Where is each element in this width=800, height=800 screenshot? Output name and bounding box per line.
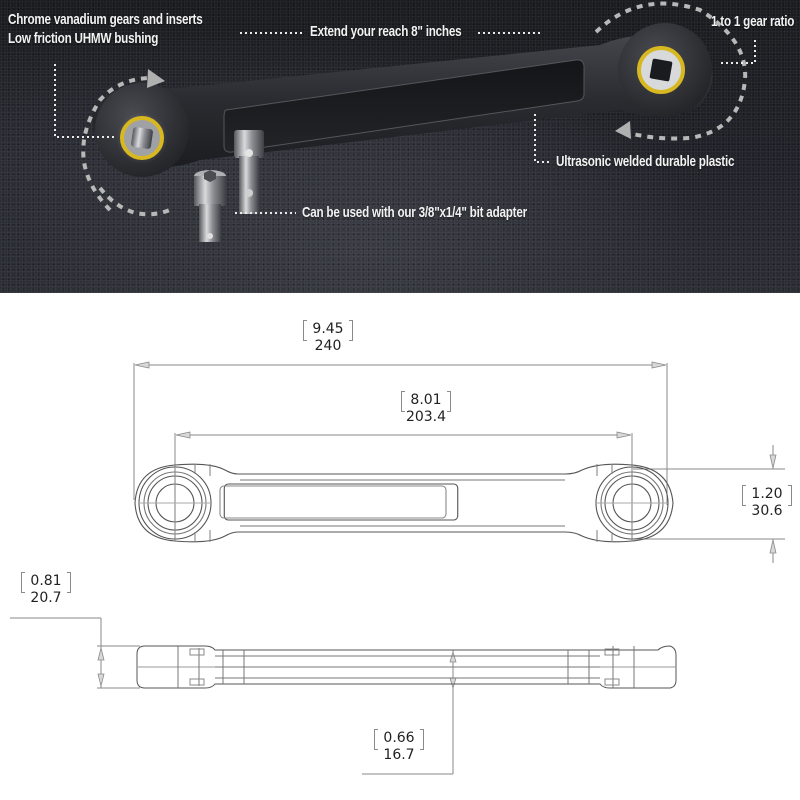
leader-lines [54,32,756,214]
wrench-side-view [136,645,677,689]
dim-head-thickness-mm: 20.7 [30,590,62,606]
dim-head-width: 1.20 30.6 [737,485,797,520]
dimension-arrowheads [97,361,777,690]
arrow-head-left-icon [147,69,165,88]
bit-adapter-long [234,130,264,214]
callout-reach: Extend your reach 8" inches [310,23,462,40]
left-drive-socket [116,112,168,164]
callout-gears-line2: Low friction UHMW bushing [8,30,159,47]
dimension-drawing [10,361,785,775]
callout-adapter: Can be used with our 3/8"x1/4" bit adapt… [302,204,527,221]
dimension-lines [10,363,785,775]
callout-gears: Chrome vanadium gears and inserts Low fr… [8,10,203,48]
rotation-arrow-left [81,76,171,217]
arrow-head-right-icon [615,121,631,139]
callout-ratio: 1 to 1 gear ratio [711,13,795,30]
dim-head-width-inches: 1.20 [742,485,792,506]
bit-adapter-short [194,170,226,242]
dim-shaft-thickness-inches: 0.66 [374,729,424,750]
dim-overall-length-inches: 9.45 [303,320,353,341]
callout-plastic: Ultrasonic welded durable plastic [556,153,735,170]
dim-head-thickness: 0.81 20.7 [16,572,76,607]
dim-center-distance: 8.01 203.4 [391,391,461,426]
right-drive-socket [637,46,685,94]
wrench-photo-illustration [54,1,756,242]
dim-head-thickness-inches: 0.81 [21,572,71,593]
product-photo: Chrome vanadium gears and inserts Low fr… [0,0,800,293]
dim-shaft-thickness: 0.66 16.7 [367,729,431,764]
rotation-arrow-right [594,1,748,141]
dim-center-distance-mm: 203.4 [405,409,447,425]
wrench-top-view [134,463,674,543]
dim-overall-length: 9.45 240 [298,320,358,355]
dim-overall-length-mm: 240 [314,338,342,354]
callout-gears-line1: Chrome vanadium gears and inserts [8,11,203,28]
technical-drawing: 9.45 240 8.01 203.4 1.20 30.6 0.81 20.7 … [0,293,800,800]
dim-head-width-mm: 30.6 [751,503,783,519]
dim-shaft-thickness-mm: 16.7 [383,747,415,763]
dim-center-distance-inches: 8.01 [401,391,451,412]
